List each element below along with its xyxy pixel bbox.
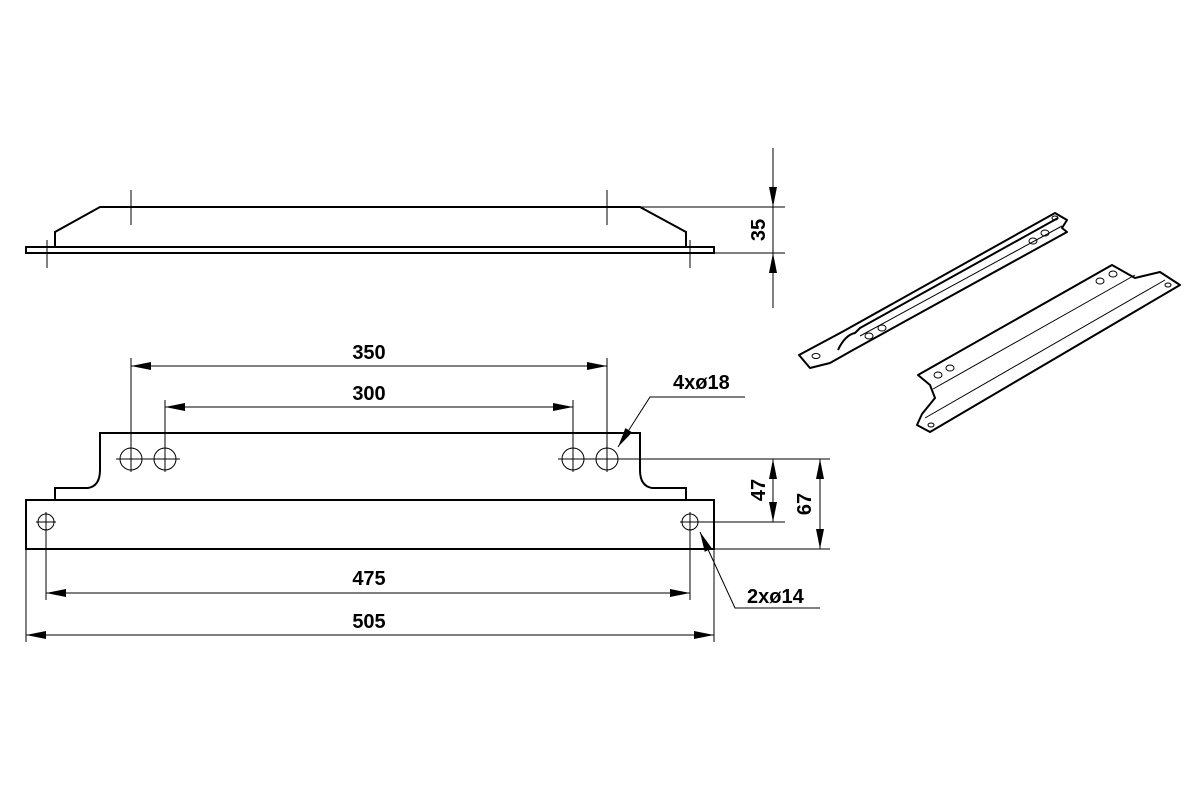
large-holes bbox=[116, 447, 622, 471]
side-base-plate bbox=[25, 246, 715, 254]
dim-300: 300 bbox=[352, 383, 385, 405]
bracket-right bbox=[916, 264, 1181, 433]
isometric-view bbox=[798, 212, 1181, 433]
dim-47: 47 bbox=[748, 479, 770, 501]
front-view: 350 300 4xø18 47 67 475 505 2xø14 bbox=[25, 342, 830, 642]
side-view: 35 bbox=[25, 148, 785, 308]
front-raised-profile bbox=[54, 432, 687, 500]
small-holes bbox=[36, 513, 700, 531]
callout-large-holes: 4xø18 bbox=[673, 372, 730, 394]
dim-505: 505 bbox=[352, 611, 385, 633]
dim-height-35: 35 bbox=[748, 219, 770, 241]
bracket-left bbox=[798, 212, 1068, 369]
side-profile bbox=[54, 206, 687, 247]
dim-350: 350 bbox=[352, 342, 385, 364]
dim-67: 67 bbox=[794, 493, 816, 515]
front-base-bar bbox=[25, 499, 715, 550]
callout-small-holes: 2xø14 bbox=[747, 586, 805, 608]
dim-475: 475 bbox=[352, 568, 385, 590]
